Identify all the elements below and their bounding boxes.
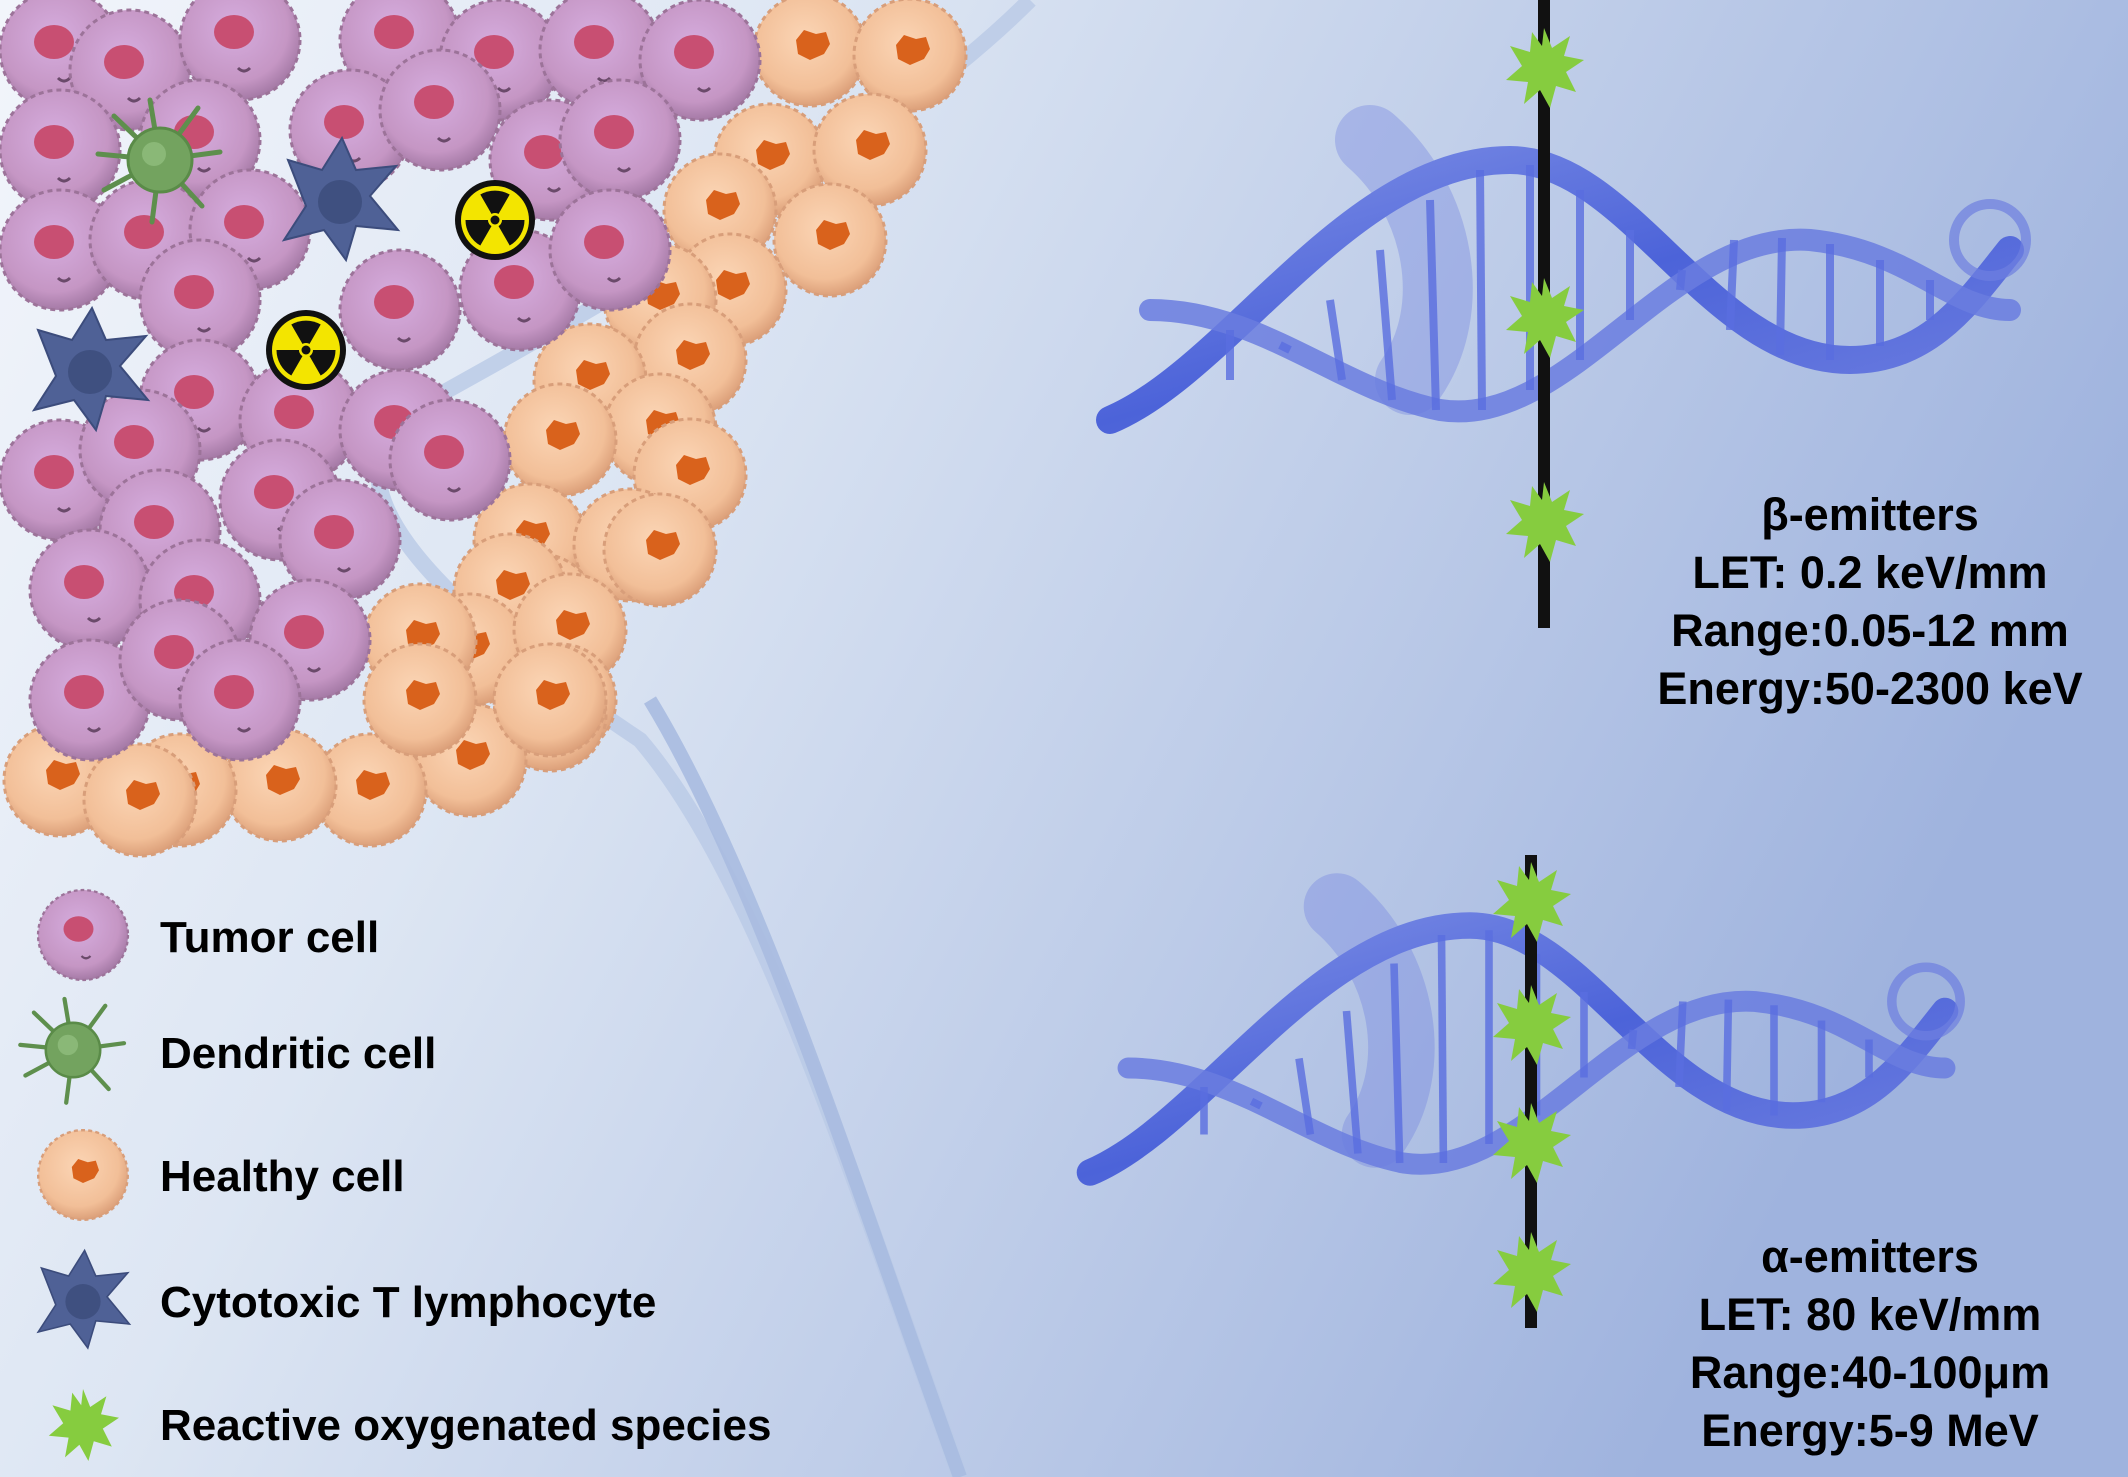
alpha-range: Range:40-100μm (1689, 1347, 2051, 1398)
beta-let: LET: 0.2 keV/mm (1692, 547, 2048, 598)
legend-healthy-label: Healthy cell (160, 1152, 405, 1201)
beta-emitters-info: β-emitters LET: 0.2 keV/mm Range:0.05-12… (1590, 486, 2128, 718)
alpha-title: α-emitters (1761, 1231, 1979, 1282)
legend-dendritic-label: Dendritic cell (160, 1029, 437, 1078)
radiation-hazard-icon (266, 310, 346, 390)
beta-energy: Energy:50-2300 keV (1657, 663, 2083, 714)
legend-ros-label: Reactive oxygenated species (160, 1401, 772, 1450)
radiation-hazard-icon (455, 180, 535, 260)
beta-range: Range:0.05-12 mm (1671, 605, 2069, 656)
alpha-energy: Energy:5-9 MeV (1701, 1405, 2039, 1456)
legend-tumor-label: Tumor cell (160, 913, 380, 962)
alpha-emitters-info: α-emitters LET: 80 keV/mm Range:40-100μm… (1590, 1228, 2128, 1460)
vessel-outline (644, 696, 967, 1477)
alpha-let: LET: 80 keV/mm (1698, 1289, 2042, 1340)
beta-title: β-emitters (1761, 489, 1979, 540)
legend-ctl-label: Cytotoxic T lymphocyte (160, 1278, 657, 1327)
